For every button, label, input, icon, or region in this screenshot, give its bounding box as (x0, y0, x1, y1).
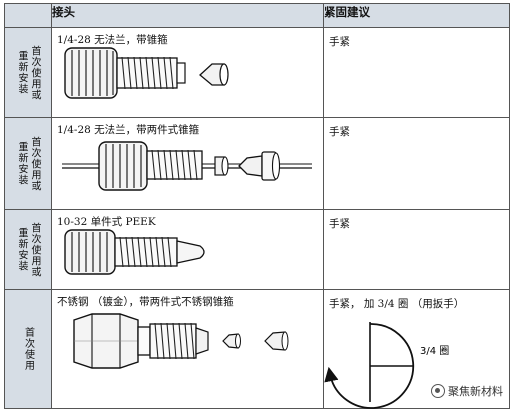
watermark-text: 聚焦新材料 (448, 385, 503, 398)
back-ferrule (214, 156, 229, 176)
peek-stem (114, 236, 205, 268)
fitting-cell: 1/4-28 无法兰，带锥箍 (51, 27, 324, 118)
threaded-stem (116, 56, 186, 90)
fitting-cell: 10-32 单件式 PEEK (51, 209, 324, 290)
fitting-2-illustration (62, 141, 312, 191)
back-ferrule (222, 333, 241, 349)
fitting-1-illustration (64, 47, 229, 99)
table-row: 首次使用或 重新安装 1/4-28 无法兰，带两件式锥箍 (4, 117, 510, 210)
row-side-label-cell: 首次使用或 重新安装 (4, 209, 52, 290)
tighten-cell: 手紧， 加 3/4 圈 （用扳手） 3/4 圈 (323, 289, 510, 409)
threaded-stem (146, 149, 203, 181)
table-header-row: 接头 紧固建议 (4, 3, 510, 28)
three-quarter-turn-diagram: 3/4 圈 (324, 322, 449, 409)
row-side-label: 首次使用 (22, 327, 34, 371)
table-row: 首次使用或 重新安装 10-32 单件式 PEEK 手紧 (4, 209, 510, 290)
row-side-label-cell: 首次使用 (4, 289, 52, 409)
tighten-label: 手紧， 加 3/4 圈 （用扳手） (329, 298, 465, 310)
tighten-label: 手紧 (329, 126, 350, 138)
ferrule (199, 63, 229, 86)
row-side-label: 首次使用或 重新安装 (16, 45, 40, 100)
stainless-stem (137, 322, 209, 360)
row-side-label: 首次使用或 重新安装 (16, 136, 40, 191)
fitting-cell: 不锈钢 （镀金），带两件式不锈钢锥箍 (51, 289, 324, 409)
row-side-label: 首次使用或 重新安装 (16, 222, 40, 277)
header-tighten: 紧固建议 (323, 3, 510, 28)
table-row: 首次使用 不锈钢 （镀金），带两件式不锈钢锥箍 (4, 289, 510, 409)
header-corner-cell (4, 3, 52, 28)
header-fitting: 接头 (51, 3, 324, 28)
hex-nut (73, 313, 139, 369)
turn-label: 3/4 圈 (420, 345, 449, 357)
tighten-cell: 手紧 (323, 117, 510, 210)
fitting-4-illustration (73, 313, 289, 369)
front-ferrule (264, 331, 289, 351)
fitting-label: 10-32 单件式 PEEK (57, 216, 156, 228)
fitting-label: 不锈钢 （镀金），带两件式不锈钢锥箍 (57, 296, 234, 308)
watermark-logo-icon (431, 384, 445, 398)
fitting-tightening-table: 接头 紧固建议 首次使用或 重新安装 1/4-28 无法兰，带锥箍 (4, 3, 510, 409)
knurled-knob (64, 47, 118, 99)
fitting-cell: 1/4-28 无法兰，带两件式锥箍 (51, 117, 324, 210)
tighten-cell: 手紧 (323, 209, 510, 290)
tighten-cell: 手紧 (323, 27, 510, 118)
table-row: 首次使用或 重新安装 1/4-28 无法兰，带锥箍 (4, 27, 510, 118)
knurled-knob (64, 229, 116, 275)
knurled-knob (98, 141, 148, 191)
fitting-label: 1/4-28 无法兰，带两件式锥箍 (57, 124, 200, 136)
tighten-label: 手紧 (329, 218, 350, 230)
tighten-label: 手紧 (329, 36, 350, 48)
fitting-3-illustration (64, 229, 205, 275)
row-side-label-cell: 首次使用或 重新安装 (4, 27, 52, 118)
watermark: 聚焦新材料 (428, 382, 506, 400)
front-ferrule (238, 151, 281, 181)
turn-arc-arrow (324, 323, 415, 409)
fitting-label: 1/4-28 无法兰，带锥箍 (57, 34, 168, 46)
row-side-label-cell: 首次使用或 重新安装 (4, 117, 52, 210)
